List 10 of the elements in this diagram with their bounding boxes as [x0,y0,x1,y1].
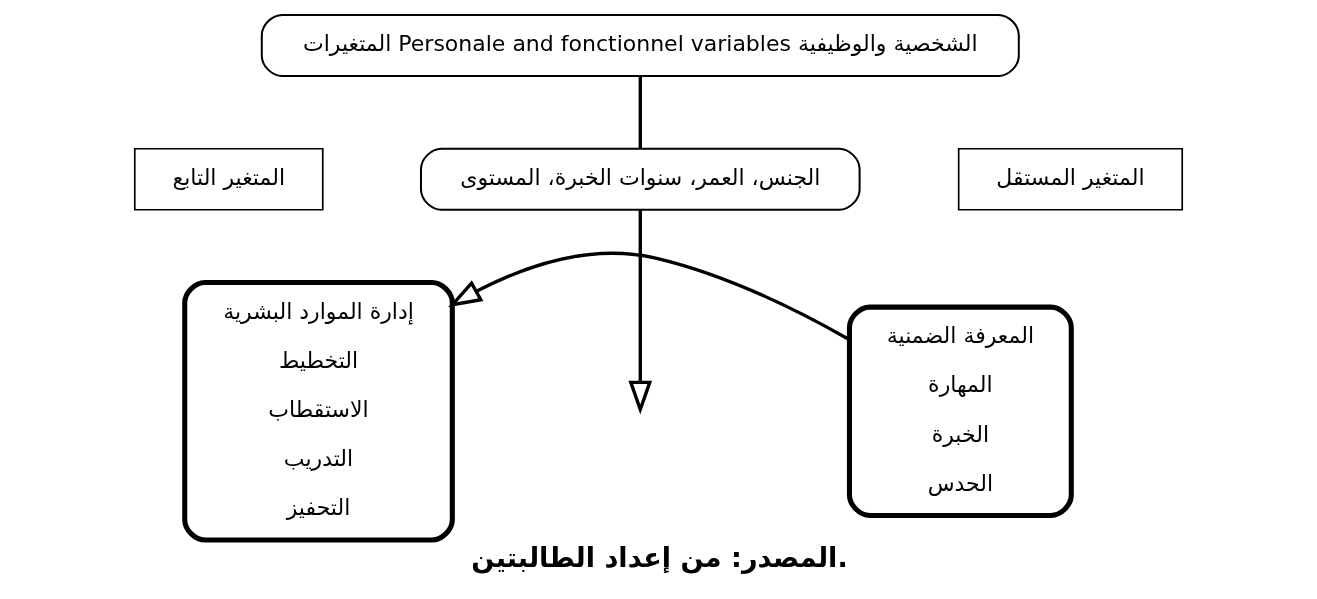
connector [638,76,642,149]
arrow [448,251,850,341]
node-box: إدارة الموارد البشرية التخطيط الاستقطاب التدريب التحفيز [182,280,455,543]
caption: المصدر: من إعداد الطالبتين. [471,541,848,573]
node-box: المتغير المستقل [957,147,1184,211]
node-box: المعرفة الضمنية المهارة الخبرة الحدس [846,304,1074,518]
node-box: المتغير التابع [133,147,324,211]
node-box: الجنس، العمر، سنوات الخبرة، المستوى [419,147,861,211]
node-box: المتغيرات Personale and fonctionnel variables الشخصية والوظيفية [260,13,1020,77]
arrow [628,209,653,415]
